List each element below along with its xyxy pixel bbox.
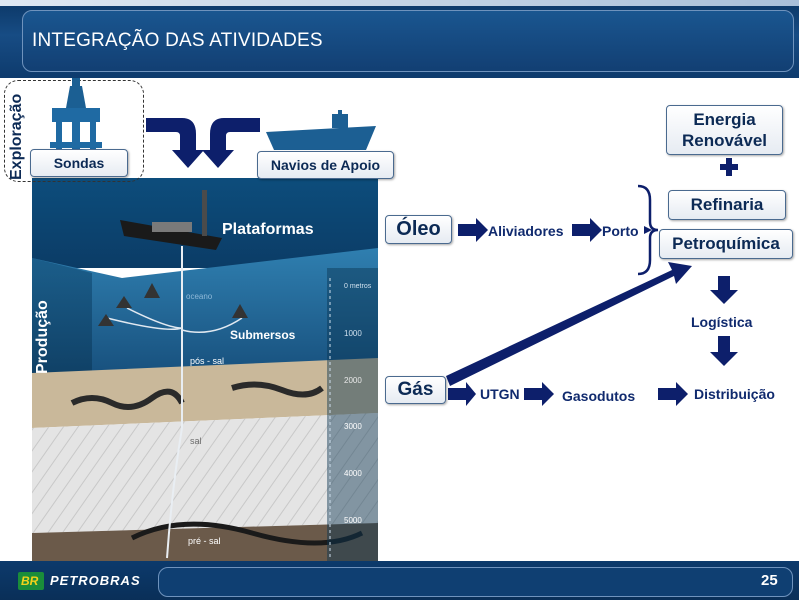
- br-logo-text: BR: [21, 574, 39, 588]
- logistica-label: Logística: [691, 314, 753, 330]
- converging-arrows-icon: [146, 118, 260, 168]
- sal-label: sal: [190, 436, 202, 446]
- distribuicao-label: Distribuição: [694, 386, 775, 402]
- sondas-box: Sondas: [30, 149, 128, 177]
- depth-tick: 0 metros: [344, 283, 372, 290]
- aliviadores-label: Aliviadores: [488, 223, 564, 239]
- navios-de-apoio-box: Navios de Apoio: [257, 151, 394, 179]
- petrobras-wordmark: PETROBRAS: [50, 573, 141, 588]
- pos-sal-layer: [32, 358, 378, 428]
- energia-renovavel-box: Energia Renovável: [666, 105, 783, 155]
- header-panel: [22, 10, 794, 72]
- subsea-unit-1: [144, 283, 160, 298]
- sal-layer: [32, 413, 378, 533]
- exploracao-label: Exploração: [8, 93, 25, 180]
- depth-tick: 1000: [344, 329, 362, 338]
- oil-reservoir-1: [70, 388, 185, 410]
- energia-renovavel-line1: Energia: [693, 110, 756, 129]
- drilling-rig-icon: [50, 78, 102, 150]
- flow-arrows: [446, 158, 738, 406]
- depth-tick: 4000: [344, 469, 362, 478]
- depth-tick: 2000: [344, 376, 362, 385]
- gas-box: Gás: [385, 376, 446, 404]
- depth-tick: 3000: [344, 422, 362, 431]
- fpso-deck: [152, 222, 192, 232]
- depth-tick: 5000: [344, 516, 362, 525]
- pos-sal-label: pós - sal: [190, 356, 225, 366]
- oil-reservoir-2: [231, 381, 324, 398]
- oceano-label: oceano: [186, 292, 213, 301]
- subsea-unit-3: [98, 314, 114, 326]
- water-side-face: [32, 258, 92, 388]
- page-number: 25: [761, 572, 778, 589]
- subsea-unit-4: [232, 304, 248, 318]
- refinaria-box: Refinaria: [668, 190, 786, 220]
- petroquimica-box: Petroquímica: [659, 229, 793, 259]
- support-ship-icon: [266, 110, 376, 150]
- gasodutos-label: Gasodutos: [562, 388, 636, 404]
- subsea-line-1: [126, 307, 183, 329]
- header-accent-bar: [0, 0, 799, 6]
- producao-label: Produção: [34, 300, 51, 374]
- energia-renovavel-line2: Renovável: [681, 131, 768, 150]
- water-column: [32, 248, 378, 378]
- pre-sal-label: pré - sal: [188, 536, 221, 546]
- fpso-flare-tower: [202, 190, 207, 236]
- footer-panel: [158, 567, 793, 597]
- well-bore: [166, 427, 183, 559]
- oleo-box: Óleo: [385, 215, 452, 244]
- fpso-hull: [120, 220, 222, 250]
- subsea-line-3: [181, 317, 243, 333]
- plataformas-label: Plataformas: [222, 221, 314, 238]
- porto-label: Porto: [602, 223, 639, 239]
- submersos-label: Submersos: [230, 328, 296, 342]
- offshore-illustration: [32, 178, 378, 562]
- utgn-label: UTGN: [480, 386, 520, 402]
- pre-sal-reservoir: [130, 521, 364, 546]
- br-logo: BR: [18, 572, 44, 590]
- page-title: INTEGRAÇÃO DAS ATIVIDADES: [32, 30, 323, 51]
- subsea-unit-2: [116, 296, 132, 308]
- subsea-line-2: [106, 317, 183, 330]
- cutaway-right-face: [327, 268, 378, 562]
- pre-sal-layer: [32, 523, 378, 562]
